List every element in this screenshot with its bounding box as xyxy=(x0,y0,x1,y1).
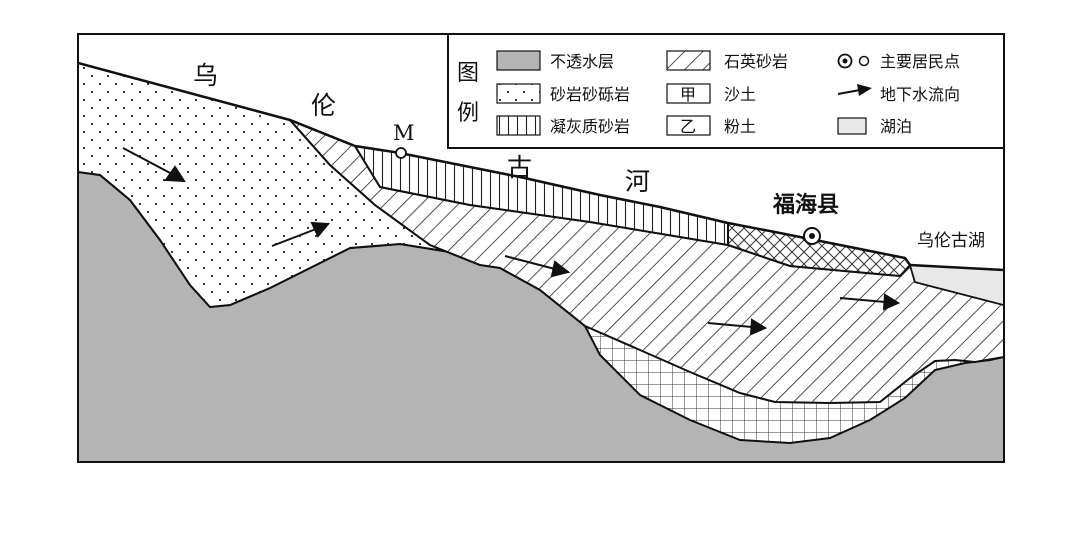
legend-box xyxy=(447,33,1005,149)
legend-swatch-lake xyxy=(837,117,867,135)
point-m-marker xyxy=(395,147,407,159)
legend-swatch-sandstone xyxy=(496,83,541,104)
legend-label-lake: 湖泊 xyxy=(880,117,912,136)
fuhai-settlement-dot xyxy=(809,233,815,239)
flow-arrow-head xyxy=(310,221,331,238)
label-fuhai: 福海县 xyxy=(772,192,839,218)
flow-arrow xyxy=(504,255,556,270)
legend-swatch-quartz xyxy=(666,50,711,71)
legend-label-settlement: 主要居民点 xyxy=(880,52,960,71)
flow-arrow xyxy=(839,297,886,303)
label-wu: 乌 xyxy=(193,61,218,90)
legend-settlement-major-dot xyxy=(842,58,848,64)
legend-swatch-tuffaceous xyxy=(496,115,541,136)
label-gu: 古 xyxy=(507,153,532,182)
ground-surface-line xyxy=(78,61,1004,272)
legend-arrow-shaft xyxy=(837,89,861,95)
legend-symbol-yi: 乙 xyxy=(680,117,696,136)
legend-label-silt: 粉土 xyxy=(724,117,756,136)
flow-arrow xyxy=(707,322,753,328)
legend-title-top: 图 xyxy=(457,61,479,86)
flow-arrow xyxy=(122,147,173,175)
legend-swatch-silt xyxy=(666,115,711,136)
legend-label-flow: 地下水流向 xyxy=(880,85,960,104)
legend-title-bottom: 例 xyxy=(457,101,479,126)
legend-arrow-icon xyxy=(857,84,872,96)
flow-arrows xyxy=(122,147,901,336)
legend-label-sandstone: 砂岩砂砾岩 xyxy=(550,85,630,104)
legend-label-tuffaceous: 凝灰质砂岩 xyxy=(550,117,630,136)
flow-arrow-head xyxy=(550,260,571,278)
label-lake: 乌伦古湖 xyxy=(917,231,985,251)
flow-arrow-head xyxy=(749,318,768,336)
flow-arrow-head xyxy=(164,165,186,183)
label-point-m: M xyxy=(393,121,415,145)
flow-arrow-head xyxy=(882,293,901,311)
legend-symbol-jia: 甲 xyxy=(680,85,696,104)
legend-swatch-sandy-soil xyxy=(666,83,711,104)
label-he: 河 xyxy=(625,167,650,196)
legend-label-quartz: 石英砂岩 xyxy=(724,52,788,71)
legend-label-sandy-soil: 沙土 xyxy=(724,85,756,104)
label-lun: 伦 xyxy=(311,91,336,120)
legend: 图 例 不透水层 砂岩砂砾岩 凝灰质砂岩 石英砂岩 甲 沙土 乙 粉土 主要居民… xyxy=(447,33,1005,149)
legend-label-impermeable: 不透水层 xyxy=(550,52,614,71)
legend-settlement-minor-icon xyxy=(858,55,870,67)
flow-arrow xyxy=(271,228,317,247)
legend-swatch-impermeable xyxy=(496,50,541,71)
